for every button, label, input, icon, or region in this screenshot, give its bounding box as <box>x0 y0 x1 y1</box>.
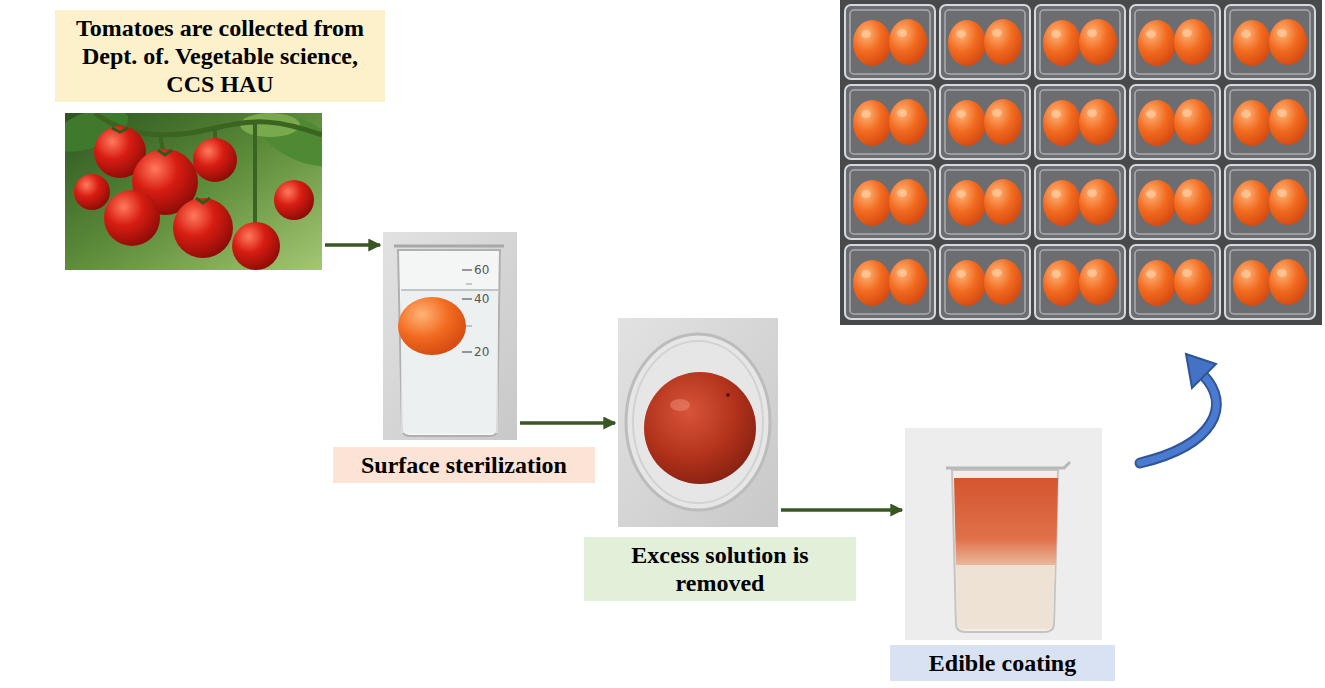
scale-number: 60 <box>474 264 489 276</box>
step-text: Tomatoes are collected from Dept. of. Ve… <box>65 14 375 98</box>
process-step: Edible coating <box>890 428 1115 682</box>
step-text: Surface sterilization <box>343 451 585 479</box>
photo-frame <box>383 232 517 440</box>
step-label: Tomatoes are collected from Dept. of. Ve… <box>55 10 385 102</box>
process-step: Surface sterilization <box>333 232 595 484</box>
coating-beaker-photo <box>905 428 1102 640</box>
beaker-photo <box>383 232 517 440</box>
photo-frame <box>618 318 778 527</box>
flow-arrow <box>781 508 902 512</box>
scale-number: 40 <box>474 293 489 305</box>
step-label: Edible coating <box>890 645 1115 681</box>
photo-frame <box>65 113 322 270</box>
tomato-vine-photo <box>65 113 322 270</box>
scale-number: 20 <box>474 346 489 358</box>
curved-arrow <box>1140 354 1216 463</box>
packed-tomatoes-photo <box>840 0 1322 325</box>
step-label: Surface sterilization <box>333 447 595 483</box>
step-label: Excess solution is removed <box>584 537 856 601</box>
process-step: Tomatoes are collected from Dept. of. Ve… <box>55 10 385 270</box>
photo-frame <box>905 428 1102 640</box>
flow-arrow <box>520 421 615 425</box>
process-step: Excess solution is removed <box>584 318 856 602</box>
flow-arrow <box>325 243 380 247</box>
step-text: Edible coating <box>900 649 1105 677</box>
petri-dish-photo <box>618 318 778 527</box>
step-text: Excess solution is removed <box>594 541 846 597</box>
